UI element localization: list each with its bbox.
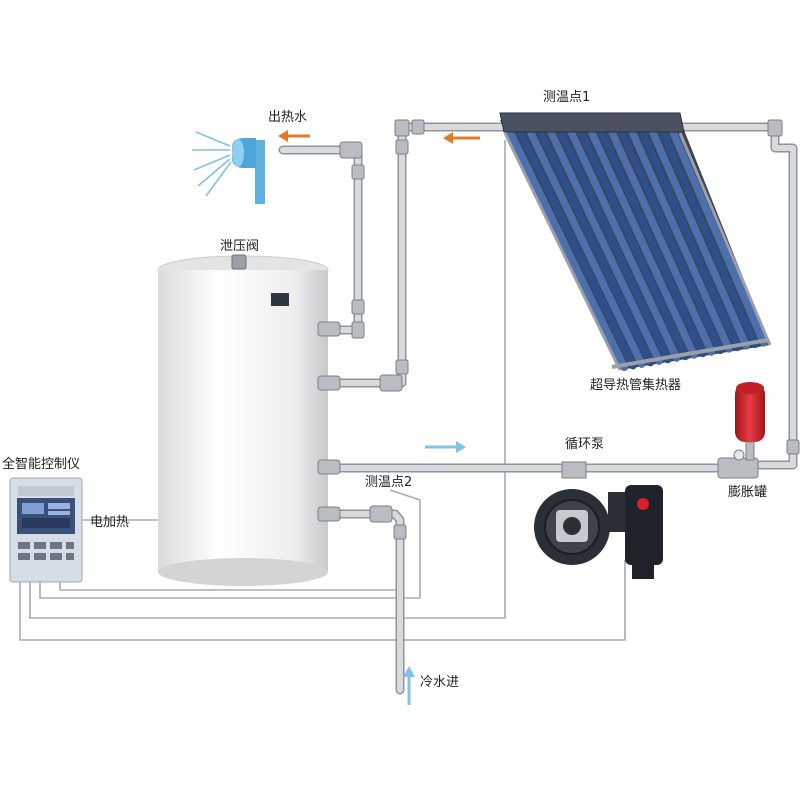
pipework [278, 122, 798, 695]
hot-flow-arrow-1 [278, 130, 310, 142]
collector-tubes [506, 128, 768, 371]
vacuum-tube [516, 128, 637, 370]
label-collector: 超导热管集热器 [590, 377, 681, 393]
hot-flow-arrow-2 [443, 132, 480, 144]
vacuum-tube [597, 128, 707, 358]
heat-pipe-collector [499, 112, 772, 371]
label-temp-point-1: 测温点1 [543, 90, 590, 105]
shower-icon [192, 131, 265, 204]
vacuum-tube [557, 128, 672, 364]
label-controller: 全智能控制仪 [2, 456, 80, 472]
cold-flow-arrow-1 [425, 441, 466, 453]
relief-valve-icon [231, 254, 247, 270]
label-hot-water-out: 出热水 [268, 110, 307, 125]
vacuum-tube [638, 128, 742, 352]
water-storage-tank [157, 254, 341, 586]
vacuum-tube [506, 128, 629, 371]
vacuum-tube [526, 128, 646, 368]
controller-icon [9, 477, 83, 583]
control-wires [19, 140, 626, 641]
label-electric-heating: 电加热 [90, 515, 129, 530]
label-temp-point-2: 测温点2 [365, 475, 412, 490]
pipe-fittings [339, 119, 800, 540]
cold-inlet-arrow [403, 666, 415, 705]
vacuum-tube [536, 128, 655, 367]
vacuum-tube [587, 128, 698, 359]
label-expansion-tank: 膨胀罐 [728, 485, 767, 500]
vacuum-tube [648, 128, 750, 350]
label-relief-valve: 泄压阀 [220, 239, 259, 254]
pump-icon [534, 461, 663, 579]
vacuum-tube [567, 128, 681, 362]
vacuum-tube [658, 128, 759, 349]
tank-badge-icon [271, 293, 289, 306]
vacuum-tube [608, 128, 716, 356]
vacuum-tube [577, 128, 690, 361]
label-circulation-pump: 循环泵 [565, 437, 604, 452]
vacuum-tube [547, 128, 663, 365]
vacuum-tube [628, 128, 733, 353]
label-cold-water-in: 冷水进 [420, 675, 459, 690]
vacuum-tube [618, 128, 724, 355]
expansion-tank-icon [733, 382, 765, 461]
vacuum-tube [669, 128, 768, 347]
